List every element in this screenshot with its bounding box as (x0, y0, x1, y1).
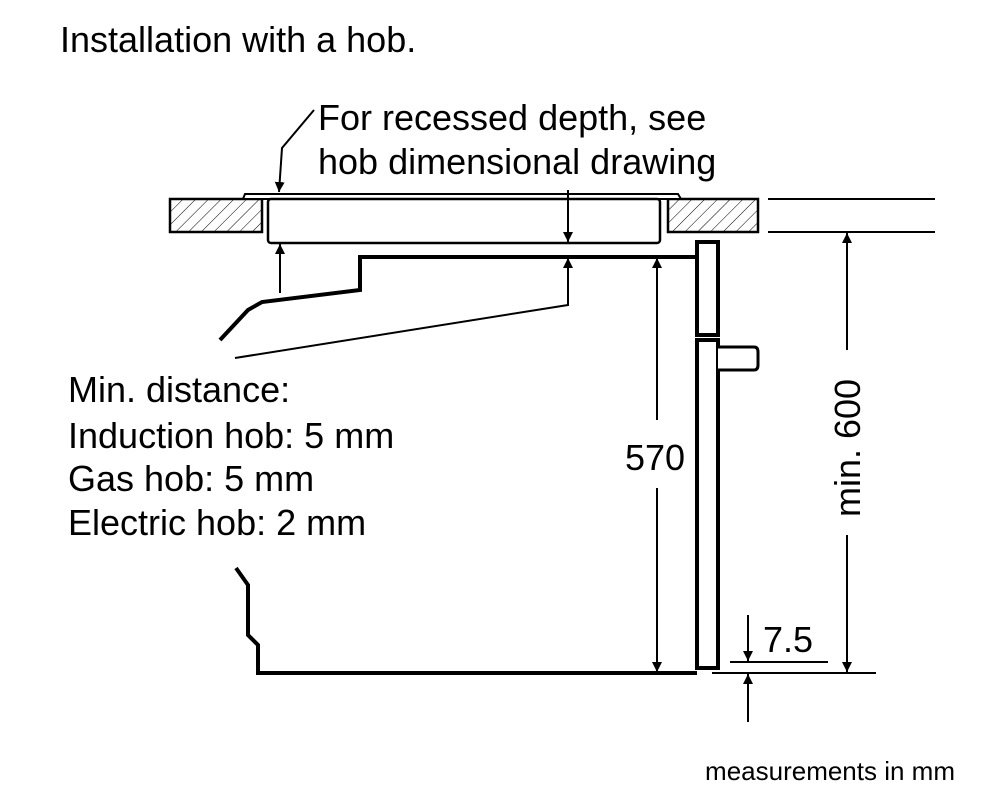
recess-note-line-1: For recessed depth, see (318, 97, 706, 138)
worktop-right (666, 197, 760, 234)
hob-body (266, 197, 662, 245)
diagram-title: Installation with a hob. (60, 19, 416, 60)
door-knob (718, 345, 760, 372)
recess-note-line-2: hob dimensional drawing (318, 141, 716, 182)
min-distance-induction: Induction hob: 5 mm (68, 415, 394, 456)
min-distance-leader (234, 258, 573, 359)
recess-leader-arrow (274, 109, 315, 193)
dim-7.5-label: 7.5 (763, 619, 813, 660)
oven-door-lower (695, 338, 720, 670)
min-distance-electric: Electric hob: 2 mm (68, 502, 366, 543)
oven-door-upper (695, 240, 720, 337)
dim-570-label: 570 (625, 437, 685, 478)
oven-top-contour (218, 255, 697, 342)
dim-600-label: min. 600 (827, 379, 868, 517)
oven-bottom-contour (234, 566, 697, 675)
min-distance-heading: Min. distance: (68, 369, 290, 410)
worktop-left (168, 197, 264, 234)
min-distance-gas: Gas hob: 5 mm (68, 458, 314, 499)
units-note: measurements in mm (705, 756, 955, 786)
